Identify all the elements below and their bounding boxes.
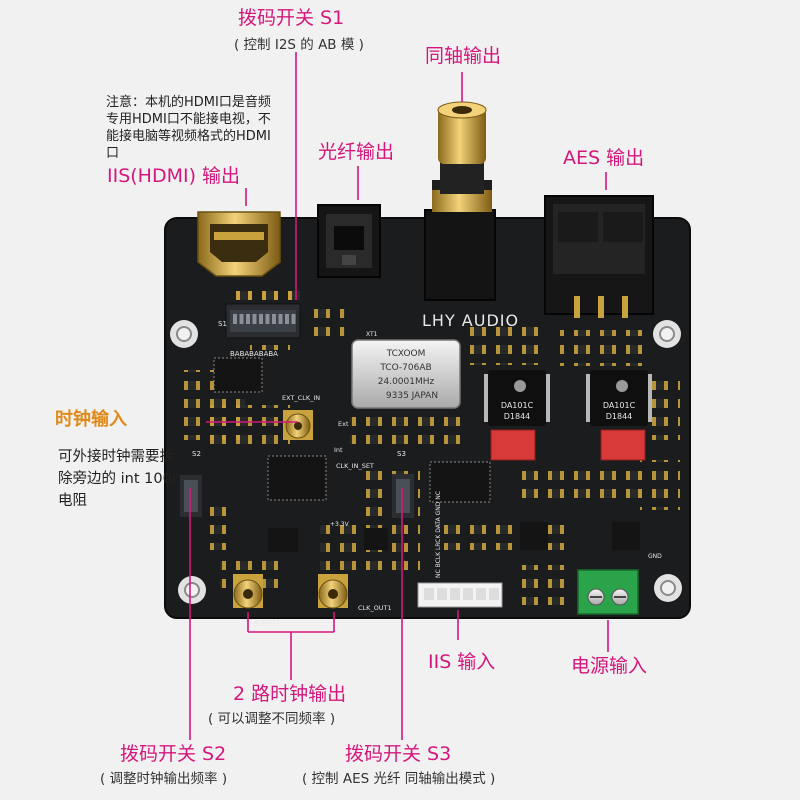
silk-int: Int	[334, 446, 343, 454]
power-input-label: 电源输入	[571, 655, 648, 677]
power-terminal	[577, 569, 639, 615]
silk-iis-pins: NC BCLK LRCK DATA GND NC	[435, 491, 442, 578]
osc-line2: TCO-706AB	[379, 363, 431, 373]
s2-subtitle: ( 调整时钟输出频率 )	[100, 771, 228, 787]
s1-subtitle: ( 控制 I2S 的 AB 模 )	[234, 37, 364, 53]
silk-ext-clk-in: EXT_CLK_IN	[282, 394, 320, 402]
dip-switch-s1-shape	[225, 290, 301, 339]
silk-clk-out1: CLK_OUT1	[358, 604, 392, 612]
clock-input-label: 时钟输入	[55, 409, 127, 430]
leader-lines	[189, 52, 609, 740]
dip-switch-s2-shape	[180, 475, 202, 517]
oscillator-shape	[351, 339, 461, 409]
coax-output-label: 同轴输出	[425, 45, 502, 67]
silk-ext: Ext	[338, 420, 349, 428]
sma-clock-out-2	[233, 574, 263, 609]
sma-clock-in	[283, 410, 313, 440]
coax-output-port	[424, 101, 496, 301]
silk-s2: S2	[192, 450, 201, 458]
chip-left-line1: DA101C	[501, 401, 534, 410]
osc-line3: 24.0001MHz	[378, 377, 435, 387]
s2-title: 拨码开关 S2	[120, 743, 227, 765]
sma-clock-out-1	[318, 574, 348, 609]
s1-title: 拨码开关 S1	[238, 7, 345, 29]
iis-hdmi-output-label: IIS(HDMI) 输出	[107, 165, 241, 187]
silk-s3: S3	[397, 450, 406, 458]
iis-input-label: IIS 输入	[428, 651, 496, 673]
s3-subtitle: ( 控制 AES 光纤 同轴输出模式 )	[302, 771, 496, 787]
chip-right-line2: D1844	[606, 412, 633, 421]
dip-switch-s3-shape	[392, 474, 414, 518]
hdmi-note: 注意：本机的HDMI口是音频专用HDMI口不能接电视，不能接电脑等视频格式的HD…	[106, 95, 271, 161]
optical-output-port	[317, 204, 381, 278]
silk-s1: S1	[218, 320, 227, 328]
chip-left-line2: D1844	[504, 412, 531, 421]
pcb-brand: LHY AUDIO	[422, 311, 519, 330]
clock-output-title: 2 路时钟输出	[233, 683, 347, 705]
mounting-holes	[170, 320, 682, 604]
chip-left-shape	[484, 370, 550, 426]
clock-input-note: 可外接时钟需要拆除旁边的 int 100r 电阻	[58, 449, 178, 509]
silk-3v3: +3.3V	[330, 521, 350, 528]
silk-ab: BABABABABA	[230, 350, 278, 358]
osc-line4: 9335 JAPAN	[386, 391, 438, 401]
chip-right-shape	[586, 370, 652, 426]
optical-output-label: 光纤输出	[318, 141, 395, 163]
silk-xt1: XT1	[366, 331, 378, 338]
aes-output-port	[544, 195, 654, 318]
clock-output-subtitle: ( 可以调整不同频率 )	[208, 711, 336, 727]
silk-clk-in-set: CLK_IN_SET	[336, 462, 374, 470]
s3-title: 拨码开关 S3	[345, 743, 452, 765]
aes-output-label: AES 输出	[563, 147, 645, 169]
silk-clk-out2: CLK_OUT2	[246, 618, 280, 626]
iis-input-connector	[417, 582, 503, 608]
osc-line1: TCXOOM	[386, 349, 426, 359]
silk-gnd: GND	[648, 553, 662, 560]
hdmi-port	[197, 211, 281, 277]
chip-right-line1: DA101C	[603, 401, 636, 410]
